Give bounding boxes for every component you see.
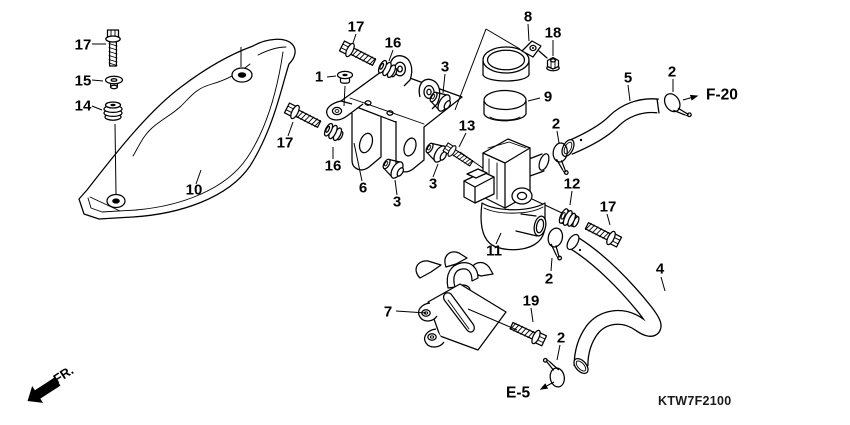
callout-label-3-7: 3: [441, 59, 449, 76]
callout-label-19-25: 19: [523, 293, 540, 310]
callout-label-14-2: 14: [75, 98, 92, 115]
part-17-bolt-shield: [105, 29, 121, 67]
callout-label-11-14: 11: [486, 243, 502, 260]
callout-label-17-22: 17: [600, 199, 617, 216]
reference-arrow-F-20: [682, 94, 699, 101]
callout-label-1-6: 1: [315, 69, 323, 86]
callout-label-16-5: 16: [385, 35, 402, 52]
part-5-hose: [561, 98, 660, 158]
callout-leader-4: [352, 33, 357, 44]
callout-leader-25: [530, 307, 534, 323]
callout-label-2-20: 2: [668, 64, 676, 81]
part-6-bracket: [326, 55, 463, 173]
callout-leader-12: [432, 163, 439, 178]
part-16-collar-left: [322, 121, 346, 144]
callout-label-2-23: 2: [545, 271, 553, 288]
callout-label-16-9: 16: [325, 158, 342, 175]
callout-label-2-18: 2: [552, 116, 560, 133]
callout-leader-13: [458, 132, 467, 148]
reference-label-E-5: E-5: [506, 385, 531, 402]
part-13-bolt: [441, 141, 476, 170]
callout-leader-17: [527, 97, 541, 102]
callout-leader-15: [527, 23, 530, 42]
callout-label-15-1: 15: [75, 73, 92, 90]
part-11-control-valve: [459, 138, 563, 251]
part-8-clamp-band: [454, 28, 548, 111]
part-15-washer: [104, 75, 124, 90]
callout-leader-21: [569, 190, 573, 206]
reference-label-F-20: F-20: [706, 87, 738, 104]
part-18-nut: [546, 56, 560, 72]
callout-label-17-4: 17: [348, 19, 365, 36]
callout-leader-26: [556, 344, 561, 361]
part-7-stay-bracket: [415, 251, 518, 351]
callout-label-3-11: 3: [393, 194, 401, 211]
diagram-code: KTW7F2100: [658, 394, 732, 408]
callout-leader-27: [660, 276, 666, 292]
reference-arrows: F-20E-5: [506, 87, 738, 402]
callout-label-3-12: 3: [429, 176, 437, 193]
callout-label-17-0: 17: [75, 37, 92, 54]
callout-leader-7: [442, 73, 446, 94]
callout-leader-1: [91, 79, 104, 82]
callout-leader-6: [326, 75, 337, 78]
callout-label-2-26: 2: [557, 330, 565, 347]
callout-label-6-10: 6: [359, 180, 367, 197]
callout-label-7-24: 7: [384, 304, 392, 321]
part-2-clip-hose4-lower: [542, 355, 567, 390]
part-2-clip-hose5-upper: [660, 88, 693, 125]
part-19-bolt: [507, 318, 548, 348]
callout-leader-18: [556, 130, 560, 144]
callout-label-8-15: 8: [524, 9, 532, 26]
callout-leader-24: [395, 310, 427, 314]
callout-label-12-21: 12: [564, 176, 581, 193]
part-12-joint: [556, 206, 582, 231]
callout-leader-3: [195, 169, 202, 185]
part-17-bolt-bracket-top: [338, 38, 378, 70]
callout-label-17-8: 17: [277, 135, 294, 152]
callout-leaders: [91, 23, 674, 361]
callout-leader-23: [550, 257, 553, 272]
callout-leader-11: [394, 179, 398, 196]
callout-label-10-3: 10: [186, 182, 203, 199]
callout-leader-8: [287, 121, 294, 137]
callout-leader-22: [606, 213, 611, 226]
callout-label-9-17: 9: [544, 89, 552, 106]
part-17-bolt-bracket-left: [283, 100, 323, 132]
callout-label-5-19: 5: [624, 70, 632, 87]
part-2-clip-hose4-upper: [543, 226, 569, 261]
callout-leader-10: [353, 142, 363, 182]
part-14-grommet: [103, 101, 123, 121]
front-direction-arrow: FR.: [27, 363, 76, 403]
part-17-bolt-joint: [583, 218, 623, 250]
callout-leader-2: [91, 105, 103, 111]
callout-label-18-16: 18: [545, 25, 562, 42]
part-10-heat-shield: [78, 38, 296, 220]
callout-leader-19: [627, 84, 631, 102]
callout-leader-14: [495, 232, 502, 245]
part-1-grommet: [336, 70, 354, 84]
reference-arrow-E-5: [539, 381, 555, 390]
callout-leader-5: [388, 49, 394, 62]
part-9-cap: [483, 89, 527, 122]
part-4-hose: [566, 233, 662, 375]
callout-label-4-27: 4: [656, 261, 665, 278]
callout-label-13-13: 13: [459, 118, 476, 135]
